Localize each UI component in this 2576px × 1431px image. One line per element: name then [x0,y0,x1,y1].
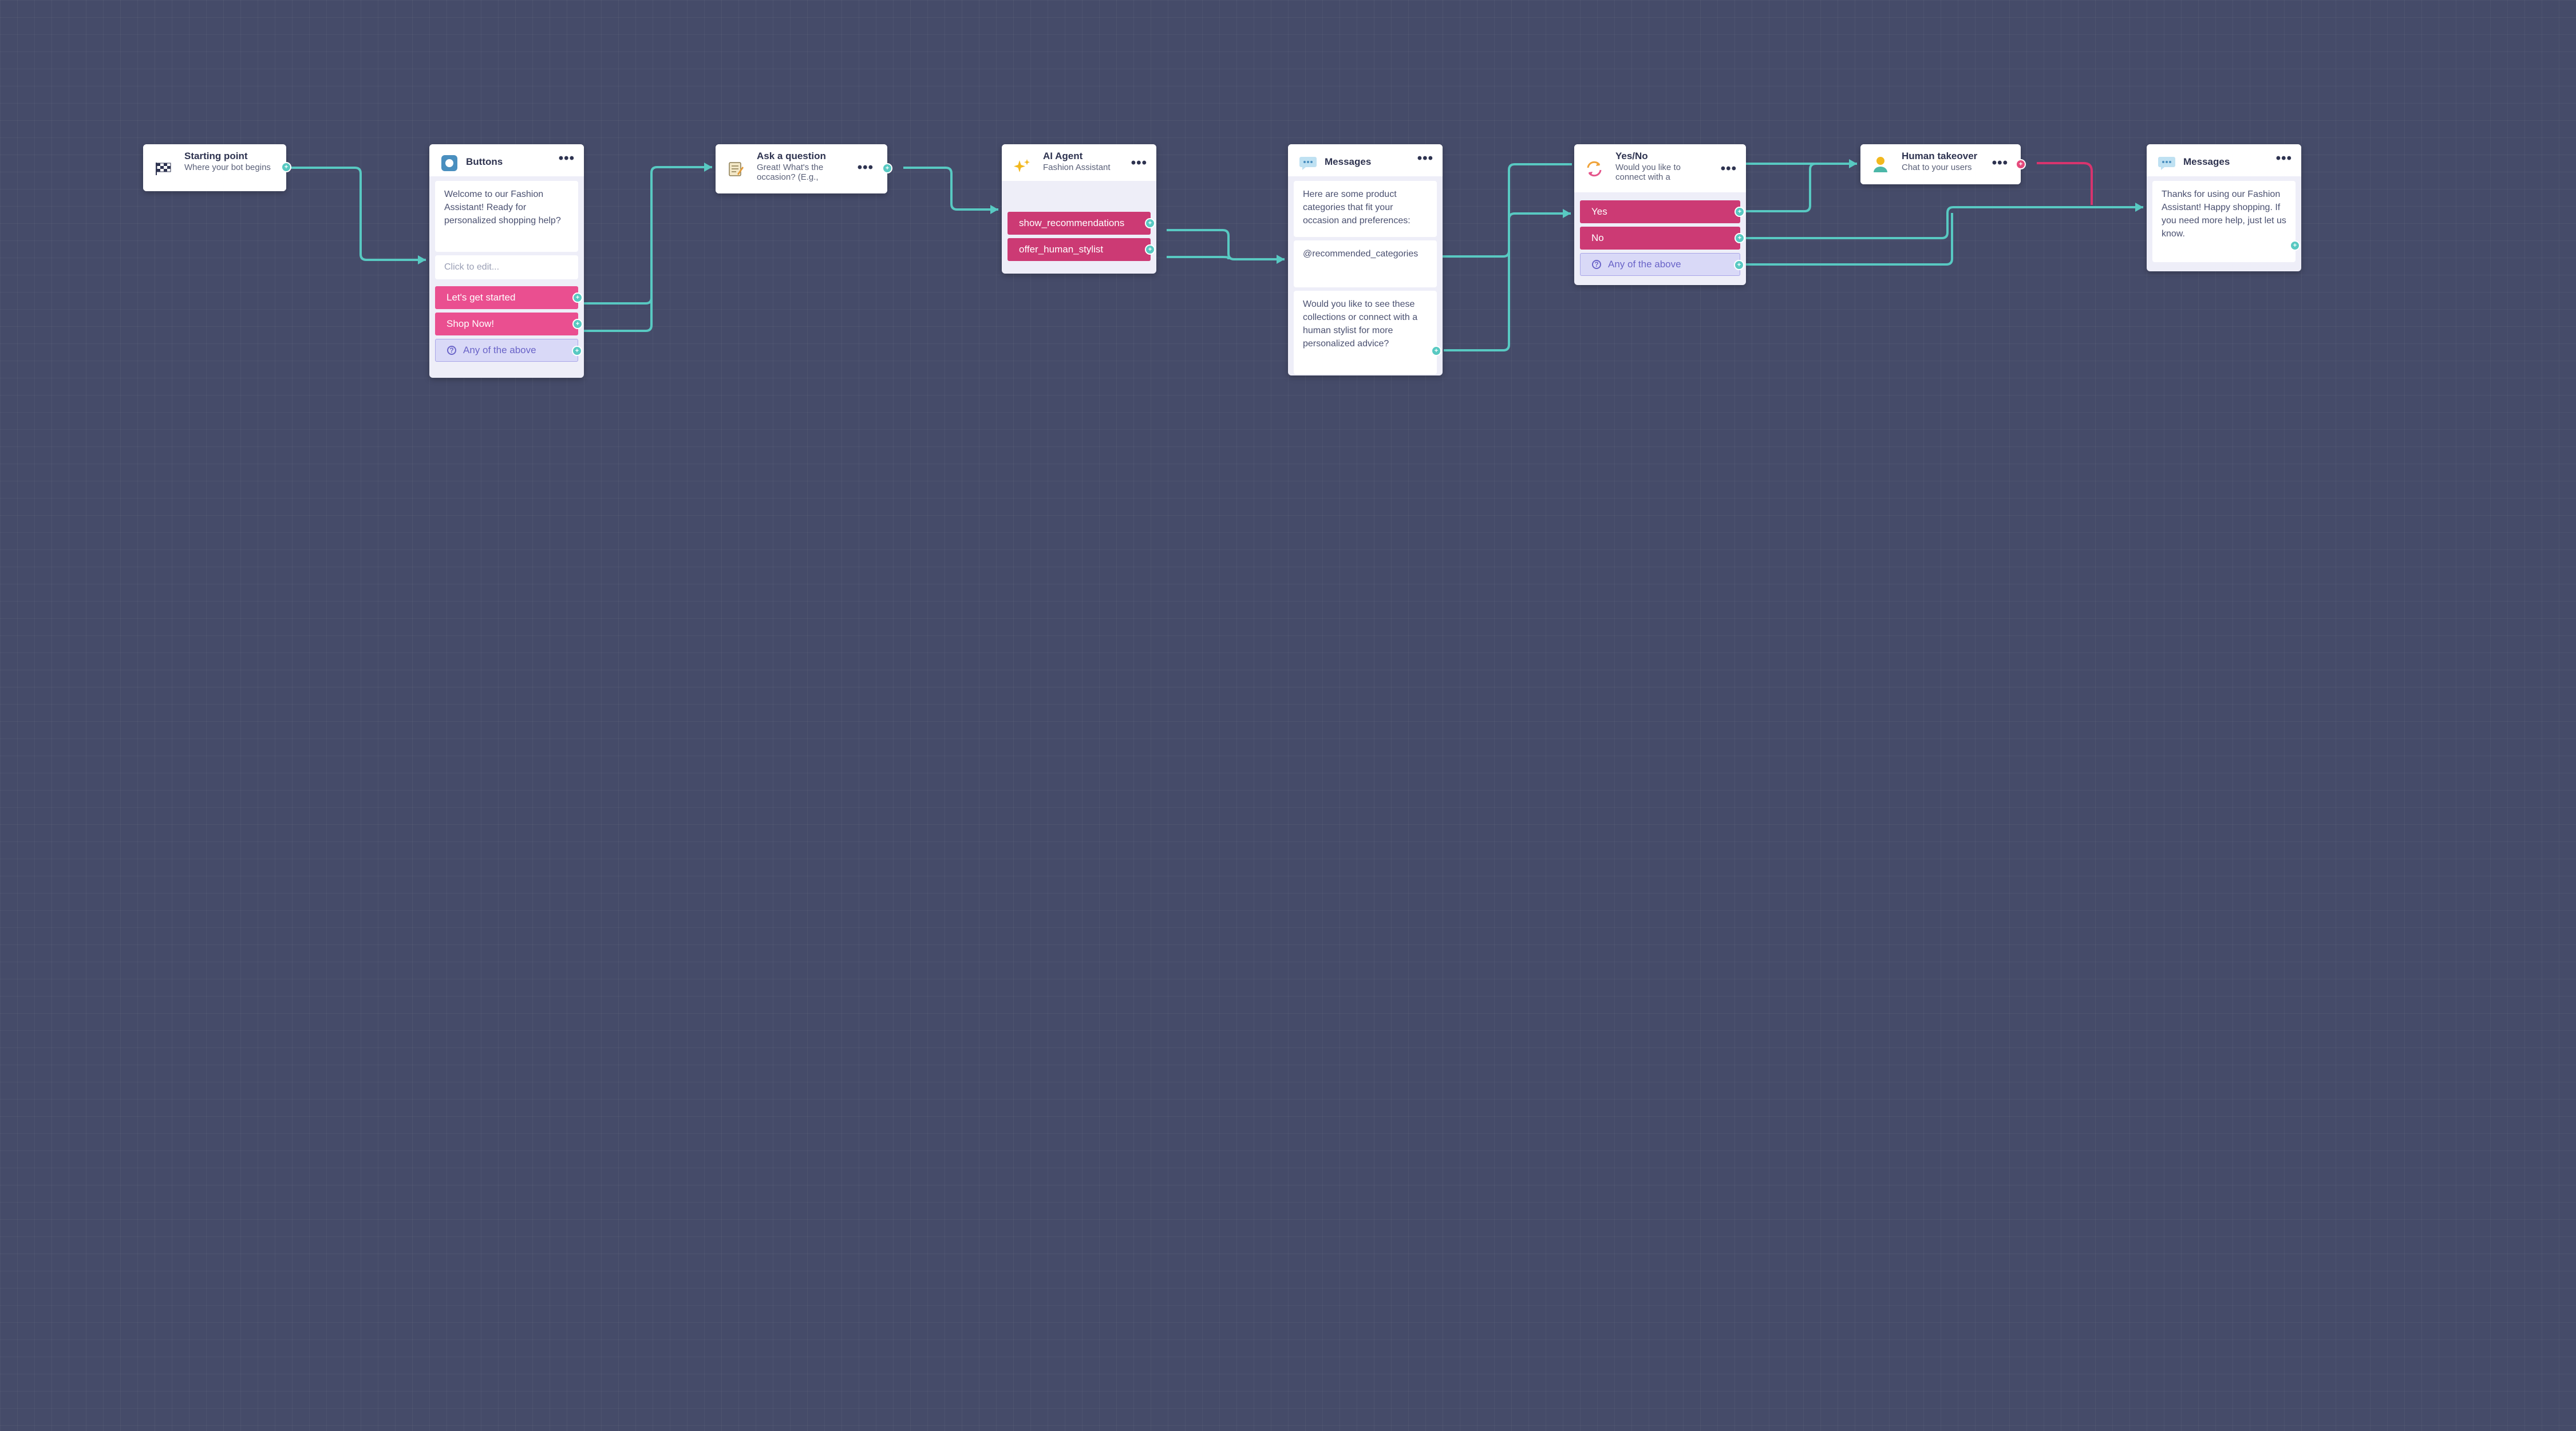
question-icon: ? [1592,260,1601,269]
node-title: Yes/No [1615,151,1648,161]
connector-yes-to-human[interactable] [1746,163,1857,212]
node-subtitle: Great! What's the occasion? (E.g., [757,163,824,182]
node-title: Messages [2183,156,2230,167]
agent-output-option[interactable]: offer_human_stylist + [1008,238,1155,261]
fallback-option[interactable]: ? Any of the above + [435,339,582,362]
message-text[interactable]: Would you like to see these collections … [1294,291,1437,374]
message-text[interactable]: Here are some product categories that fi… [1294,181,1437,237]
fallback-label: Any of the above [463,345,536,355]
connector-human-to-messages[interactable] [2037,162,2093,205]
agent-output-label: offer_human_stylist [1019,244,1104,255]
connector-agent-opt1-to-messages[interactable] [1167,229,1285,260]
output-port[interactable]: + [1431,346,1441,356]
chat-bubble-icon [1297,152,1319,174]
ask-question-node[interactable]: Ask a question Great! What's the occasio… [716,144,892,193]
output-port[interactable]: + [572,292,583,303]
arrowhead [2135,203,2143,212]
node-title: Starting point [184,151,248,161]
node-title: Ask a question [757,151,826,161]
arrowhead [418,255,426,264]
agent-output-option[interactable]: show_recommendations + [1008,212,1155,235]
node-menu-button[interactable]: ••• [1720,161,1737,176]
arrowhead [1563,209,1571,218]
node-title: AI Agent [1043,151,1083,161]
output-port[interactable]: + [572,346,582,356]
messages-node[interactable]: Messages ••• Here are some product categ… [1288,144,1443,375]
node-menu-button[interactable]: ••• [1131,155,1147,171]
node-menu-button[interactable]: ••• [857,160,874,175]
output-port[interactable]: + [1735,233,1745,243]
connector-agent-opt2-to-messages[interactable] [1167,256,1230,259]
arrowhead [1277,255,1285,264]
arrowhead [704,163,712,172]
node-title: Buttons [466,156,503,167]
node-menu-button[interactable]: ••• [1992,155,2008,171]
message-variable[interactable]: @recommended_categories [1294,240,1437,287]
connector-fallback-to-messages[interactable] [1746,213,1953,266]
node-subtitle: Fashion Assistant [1043,163,1111,172]
fallback-option[interactable]: ? Any of the above + [1580,253,1744,276]
output-port[interactable]: + [1145,218,1155,228]
node-subtitle: Would you like to connect with a [1615,163,1681,182]
node-menu-button[interactable]: ••• [2275,151,2292,166]
button-option-label: Let's get started [447,292,516,303]
node-title: Messages [1325,156,1372,167]
connector-buttons-opt2-to-question[interactable] [584,182,653,332]
output-port[interactable]: + [2290,240,2300,251]
node-subtitle: Where your bot begins [184,163,271,172]
arrowhead [1849,159,1857,168]
click-to-edit-field[interactable]: Click to edit... [435,255,578,279]
agent-output-label: show_recommendations [1019,218,1125,228]
node-menu-button[interactable]: ••• [558,151,575,166]
output-port[interactable]: + [281,162,291,172]
message-text[interactable]: Welcome to our Fashion Assistant! Ready … [435,181,578,252]
buttons-icon [438,152,460,174]
connector-start-to-buttons[interactable] [286,167,426,261]
connector-no-to-messages[interactable] [1746,206,2143,239]
node-title: Human takeover [1902,151,1978,161]
connector-buttons-opt1-to-question[interactable] [584,166,712,305]
arrowhead [990,205,998,214]
output-port[interactable]: + [1735,207,1745,217]
no-option[interactable]: No + [1580,227,1745,250]
output-port[interactable]: + [572,319,583,329]
button-option[interactable]: Shop Now! + [435,313,583,335]
sparkles-icon [1011,156,1033,177]
yes-no-node[interactable]: Yes/No Would you like to connect with a … [1574,144,1746,285]
output-port[interactable]: + [882,163,892,173]
ai-agent-node[interactable]: AI Agent Fashion Assistant ••• show_reco… [1002,144,1156,274]
buttons-node[interactable]: Buttons ••• Welcome to our Fashion Assis… [429,144,584,378]
message-text[interactable]: Thanks for using our Fashion Assistant! … [2152,181,2296,262]
output-port[interactable]: + [1734,260,1744,270]
connector-messages-to-yesno-a[interactable] [1443,163,1572,258]
yes-option-label: Yes [1591,206,1607,217]
yes-no-icon [1583,158,1605,180]
connector-messages-to-yesno-b[interactable] [1444,212,1571,351]
fallback-label: Any of the above [1608,259,1681,270]
node-subtitle: Chat to your users [1902,163,1972,172]
no-option-label: No [1591,232,1604,243]
notepad-icon [725,158,746,180]
connector-question-to-agent[interactable] [903,167,998,211]
yes-option[interactable]: Yes + [1580,200,1745,223]
output-port[interactable]: + [1145,244,1155,255]
button-option-label: Shop Now! [447,318,495,329]
checkered-flag-icon [152,158,174,180]
button-option[interactable]: Let's get started + [435,286,583,309]
human-takeover-node[interactable]: Human takeover Chat to your users ••• + [1860,144,2026,184]
chat-bubble-icon [2156,152,2178,174]
question-icon: ? [447,346,456,355]
person-icon [1870,153,1891,175]
node-menu-button[interactable]: ••• [1417,151,1433,166]
starting-point-node[interactable]: Starting point Where your bot begins + [143,144,291,191]
messages-node-final[interactable]: Messages ••• Thanks for using our Fashio… [2147,144,2301,271]
output-port[interactable]: + [2016,159,2026,169]
